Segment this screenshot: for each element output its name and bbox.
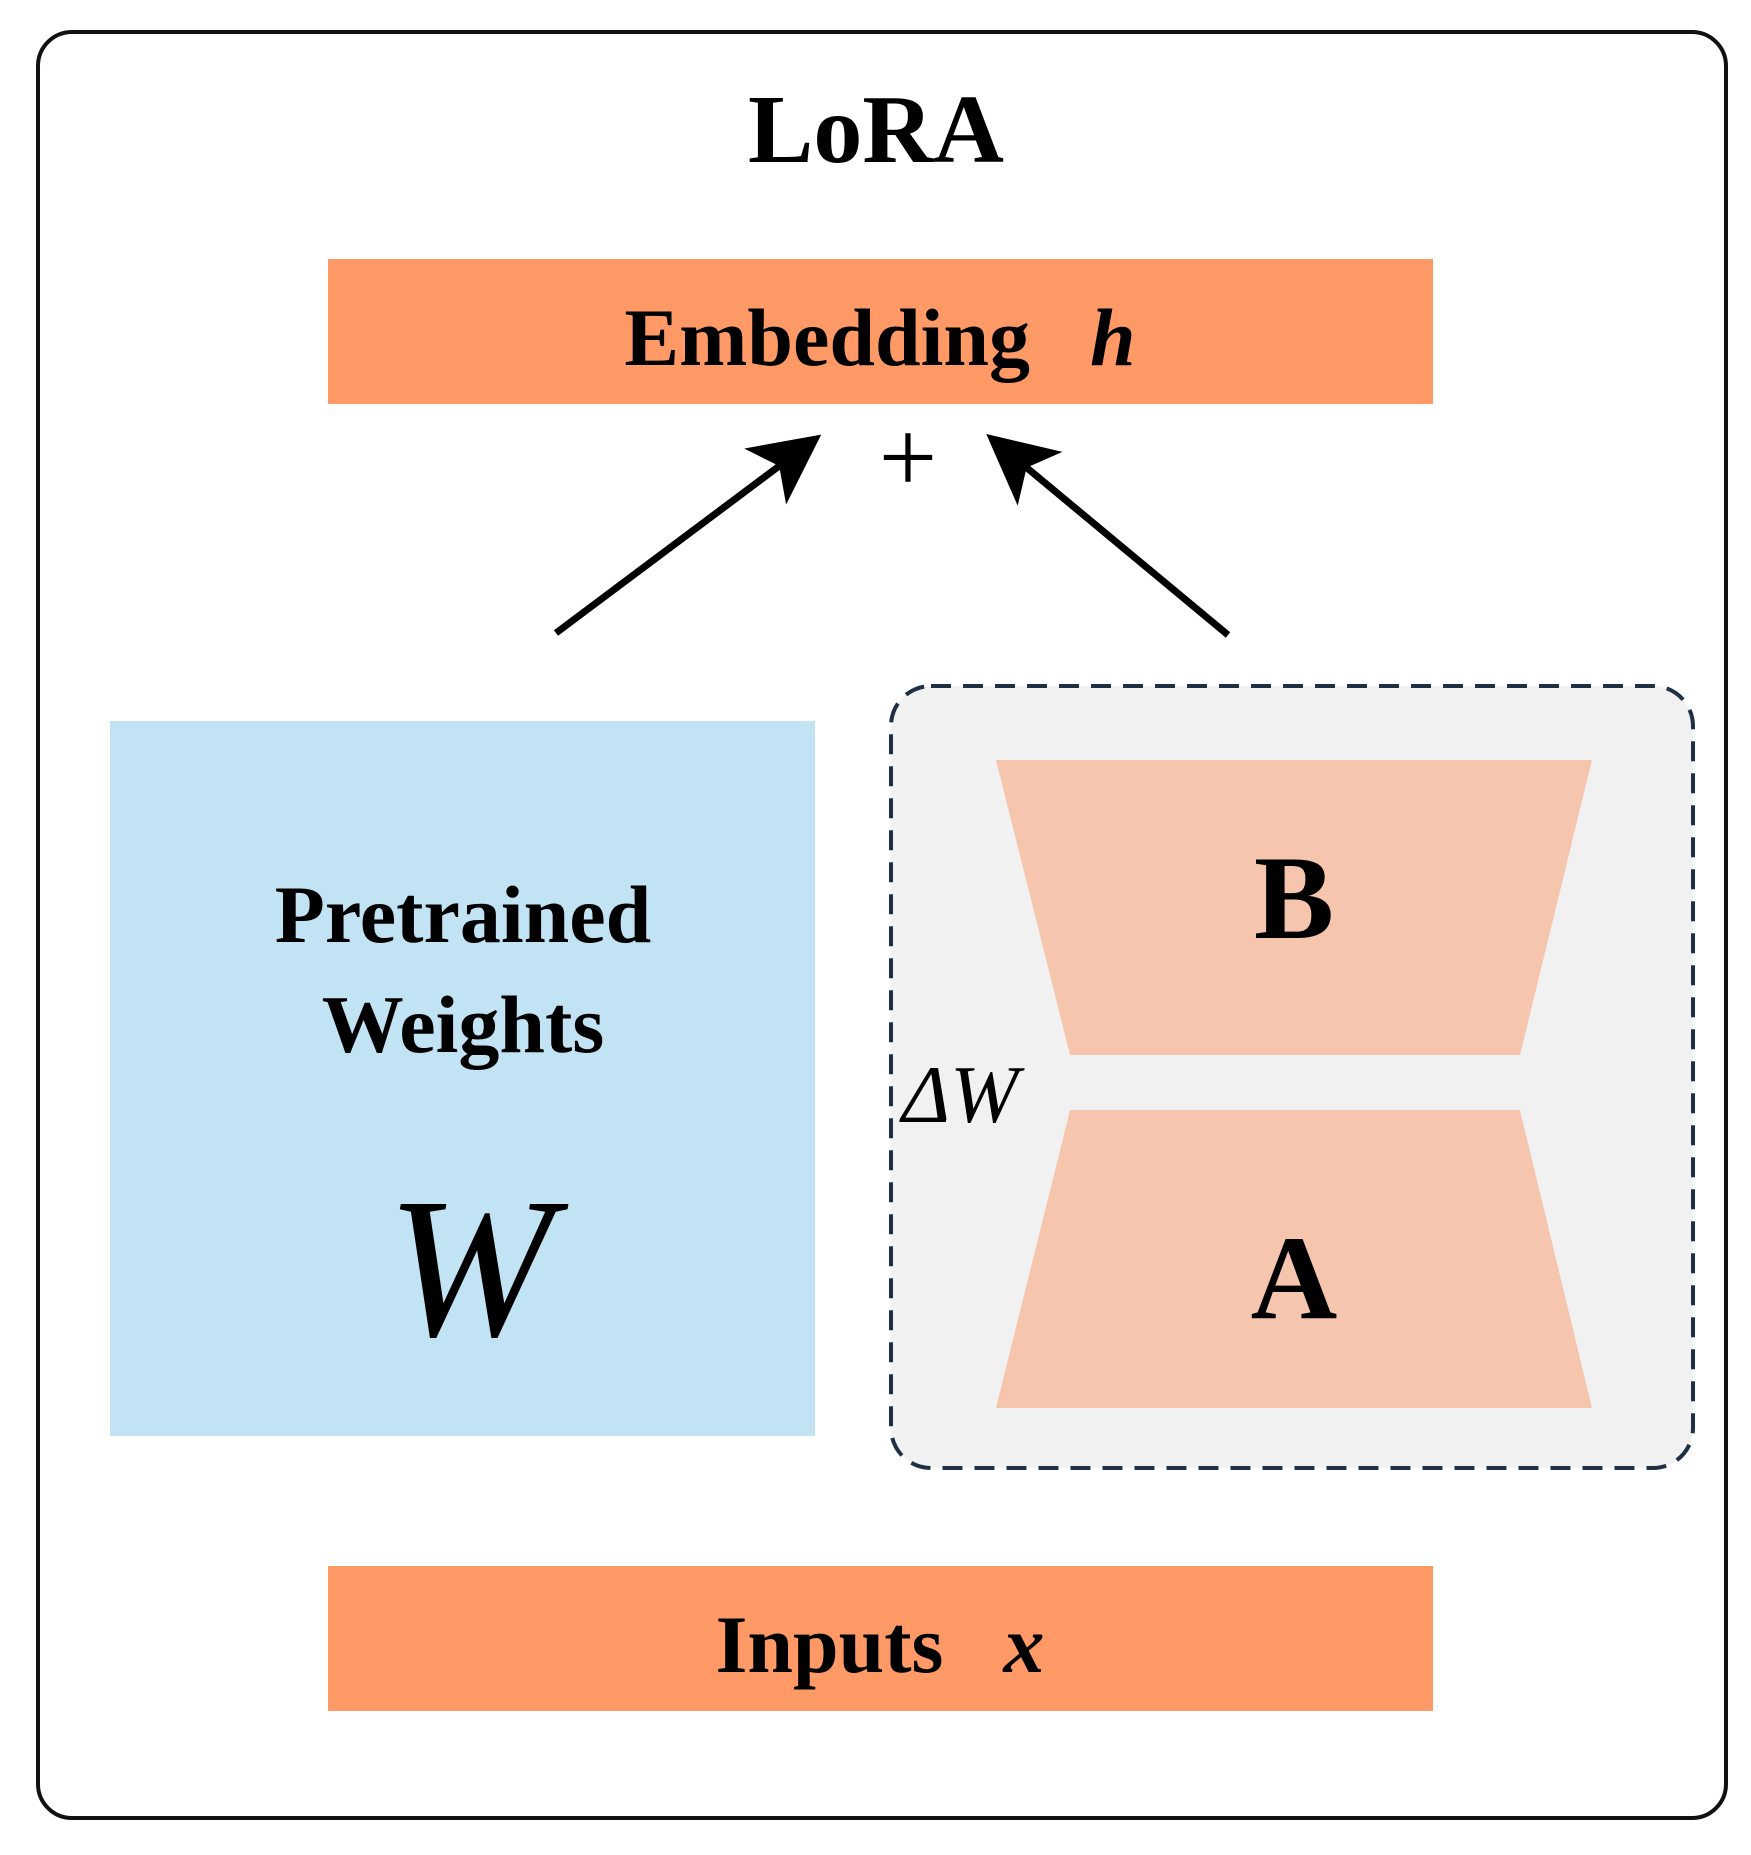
pretrained-line-1: Pretrained (275, 869, 652, 960)
matrix-a-trapezoid (996, 1110, 1592, 1408)
pretrained-weights-block (110, 721, 815, 1436)
matrix-b-label: B (1254, 831, 1334, 964)
arrow-weights-to-sum (553, 434, 822, 636)
inputs-text: Inputs (716, 1599, 944, 1690)
delta-w-label: ΔW (899, 1049, 1025, 1140)
embedding-symbol: h (1090, 292, 1136, 383)
matrix-b-trapezoid (996, 760, 1592, 1055)
diagram-title: LoRA (748, 76, 1004, 184)
inputs-symbol: x (1002, 1599, 1044, 1690)
embedding-bar (328, 259, 1433, 404)
pretrained-line-2: Weights (322, 979, 604, 1070)
inputs-bar (328, 1566, 1433, 1711)
plus-sign: + (879, 400, 938, 515)
arrow-lora-to-sum (986, 434, 1231, 638)
embedding-text: Embedding (624, 292, 1030, 383)
pretrained-symbol: W (387, 1158, 569, 1379)
matrix-a-label: A (1251, 1211, 1338, 1344)
embedding-label: Embedding h (624, 292, 1135, 383)
